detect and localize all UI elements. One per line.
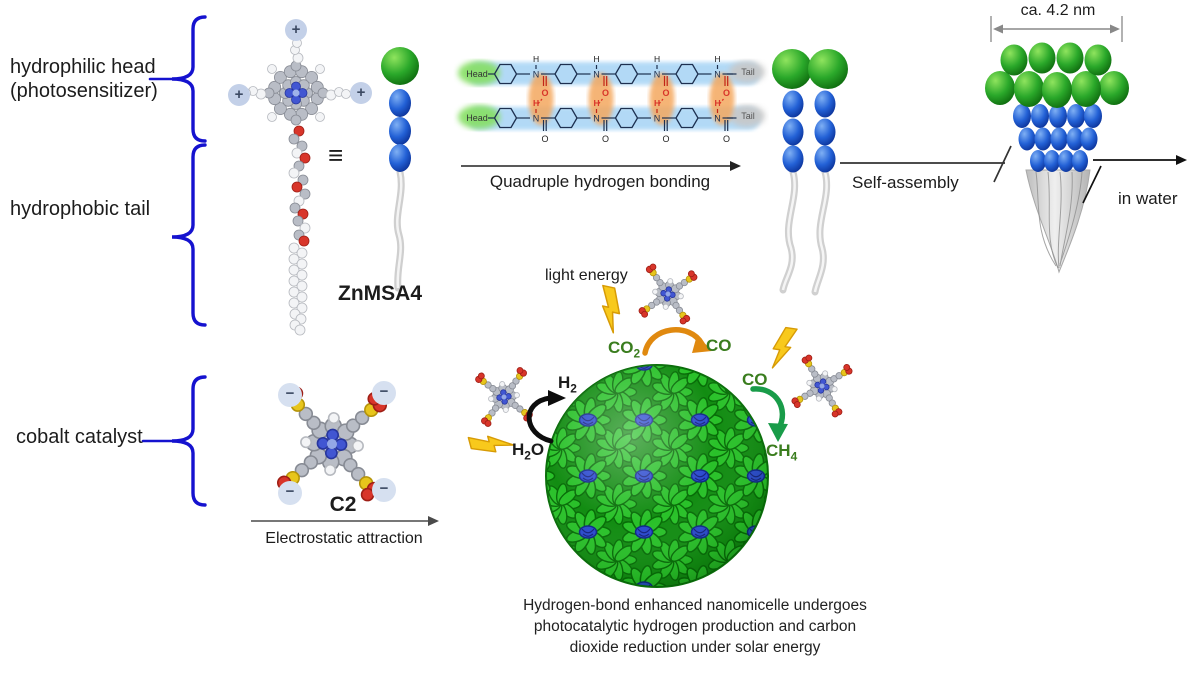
mini-catalyst <box>474 366 534 428</box>
c2-label: C2 <box>329 493 357 516</box>
label-hydrophobic-tail: hydrophobic tail <box>10 198 151 220</box>
co-top-label: CO <box>706 336 732 355</box>
ch4-label: CH4 <box>766 441 798 464</box>
co-right-label: CO <box>742 370 768 389</box>
cone-green-heads <box>985 42 1129 108</box>
znmsa4-molecule <box>241 38 351 336</box>
hbond-diagram: Head Head Tail Tail <box>458 53 765 171</box>
znmsa4-label: ZnMSA4 <box>338 282 422 305</box>
hbond-highlight <box>709 73 735 125</box>
size-label: ca. 4.2 nm <box>1020 2 1096 19</box>
figure-caption: Hydrogen-bond enhanced nanomicelle under… <box>523 597 867 656</box>
tail-blob <box>729 105 765 127</box>
amphiphile-head <box>381 47 419 85</box>
lightning-icon <box>592 284 626 334</box>
self-assembly-arrow <box>840 145 1012 183</box>
minus-charge: − <box>278 383 302 407</box>
h2-label: H2 <box>558 373 577 396</box>
plus-charge: + <box>228 84 250 106</box>
brace-hydrophilic-head <box>171 15 207 143</box>
hbond-highlight <box>649 73 675 125</box>
lightning-icon <box>467 426 515 459</box>
cone-blue-layer <box>1013 104 1102 172</box>
head-label: Head <box>466 113 488 123</box>
lightning-icon <box>769 325 798 372</box>
brace-hydrophobic-tail <box>171 143 207 327</box>
in-water-label: in water <box>1118 189 1178 208</box>
hbond-highlight <box>588 73 614 125</box>
h2o-label: H2O <box>512 440 545 463</box>
size-measure <box>990 16 1123 42</box>
cone-assembly <box>985 16 1129 274</box>
co-to-ch4-arrow <box>750 386 786 431</box>
in-water-arrow <box>1082 159 1176 204</box>
schematic-amphiphile <box>381 47 419 292</box>
porphyrin-head <box>241 38 351 126</box>
head-label: Head <box>466 69 488 79</box>
micelle-sphere <box>545 364 769 588</box>
brace-group <box>141 15 207 507</box>
label-cobalt-catalyst: cobalt catalyst <box>16 426 143 448</box>
mini-catalyst <box>637 262 699 326</box>
light-energy-label: light energy <box>545 267 628 284</box>
tail-label: Tail <box>741 111 755 121</box>
equivalence-symbol: ≡ <box>328 140 344 170</box>
alkyl-tail <box>288 242 308 336</box>
mini-catalyst <box>790 353 854 419</box>
minus-charge: − <box>372 381 396 405</box>
head-blob <box>458 105 500 129</box>
ester-tail-segment <box>288 125 311 247</box>
tail-blob <box>729 61 765 83</box>
electrostatic-label: Electrostatic attraction <box>265 530 423 547</box>
tail-label: Tail <box>741 67 755 77</box>
cone-tails <box>1025 169 1091 274</box>
label-hydrophilic-head: hydrophilic head (photosensitizer) <box>10 56 158 103</box>
dimer <box>772 49 848 296</box>
head-blob <box>458 61 500 85</box>
plus-charge: + <box>350 82 372 104</box>
brace-cobalt-catalyst <box>171 375 207 507</box>
self-assembly-label: Self-assembly <box>852 173 959 192</box>
h2o-to-h2-arrow <box>526 395 554 444</box>
hbond-highlight <box>528 73 554 125</box>
co2-label: CO2 <box>608 338 641 361</box>
minus-charge: − <box>278 481 302 505</box>
minus-charge: − <box>372 478 396 502</box>
plus-charge: + <box>285 19 307 41</box>
hbond-arrow-label: Quadruple hydrogen bonding <box>489 172 711 191</box>
